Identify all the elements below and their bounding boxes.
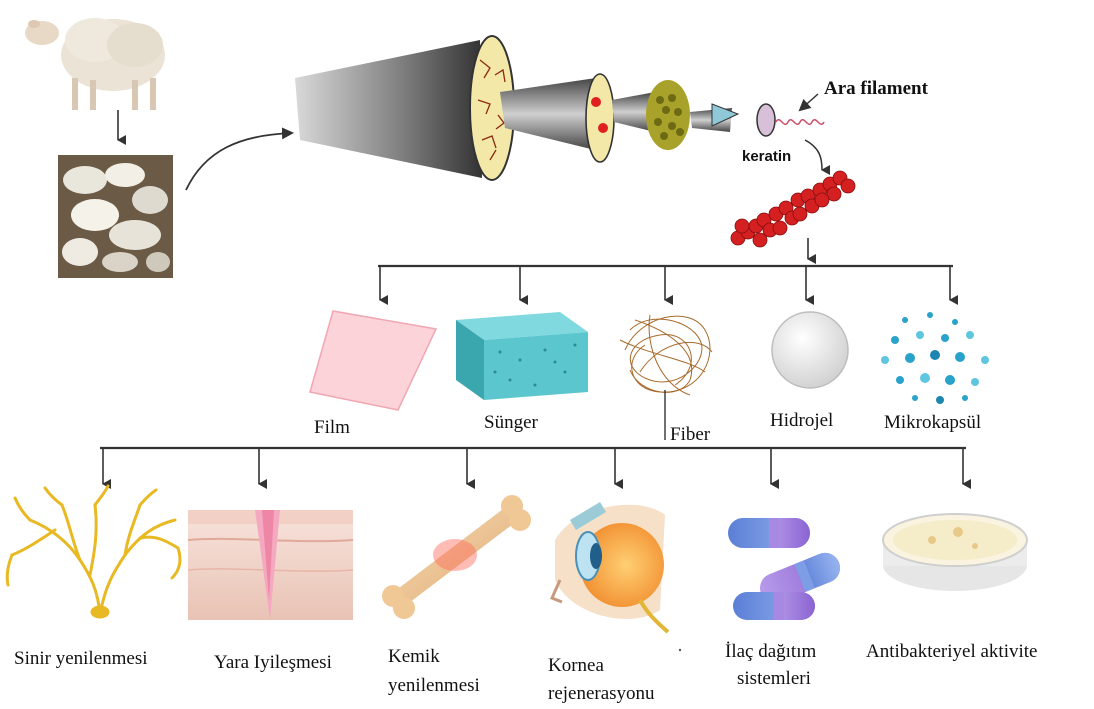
form-label-film: Film bbox=[314, 417, 350, 439]
keratin-protein-icon bbox=[731, 171, 855, 247]
application-label-drug-2: sistemleri bbox=[737, 668, 811, 690]
skin-wound-icon bbox=[188, 510, 353, 620]
fiber-icon bbox=[620, 315, 712, 440]
petri-dish-icon bbox=[883, 514, 1027, 591]
eye-icon bbox=[552, 502, 668, 632]
application-label-cornea-2: rejenerasyonu bbox=[548, 683, 655, 705]
hydrogel-icon bbox=[772, 312, 848, 388]
application-label-antibacterial: Antibakteriyel aktivite bbox=[866, 641, 1037, 663]
intermediate-filament-label: Ara filament bbox=[824, 78, 928, 100]
sponge-icon bbox=[456, 312, 588, 400]
application-label-wound: Yara Iyileşmesi bbox=[214, 652, 332, 674]
keratin-label: keratin bbox=[742, 146, 791, 168]
bone-icon bbox=[382, 495, 531, 619]
form-label-microcapsule: Mikrokapsül bbox=[884, 412, 981, 434]
application-label-nerve: Sinir yenilenmesi bbox=[14, 648, 148, 670]
nerve-icon bbox=[7, 486, 180, 617]
application-label-bone-1: Kemik bbox=[388, 646, 440, 668]
form-label-sponge: Sünger bbox=[484, 412, 538, 434]
application-label-cornea-1: Kornea bbox=[548, 655, 604, 677]
form-label-fiber: Fiber bbox=[670, 424, 710, 446]
microcapsule-icon bbox=[881, 312, 989, 404]
sheep-icon bbox=[25, 18, 165, 110]
application-label-bone-2: yenilenmesi bbox=[388, 675, 480, 697]
wool-photo bbox=[58, 155, 173, 278]
film-icon bbox=[310, 311, 436, 410]
application-label-drug-1: İlaç dağıtım bbox=[725, 641, 816, 663]
form-label-hydrogel: Hidrojel bbox=[770, 410, 833, 432]
capsule-icon bbox=[728, 518, 845, 620]
